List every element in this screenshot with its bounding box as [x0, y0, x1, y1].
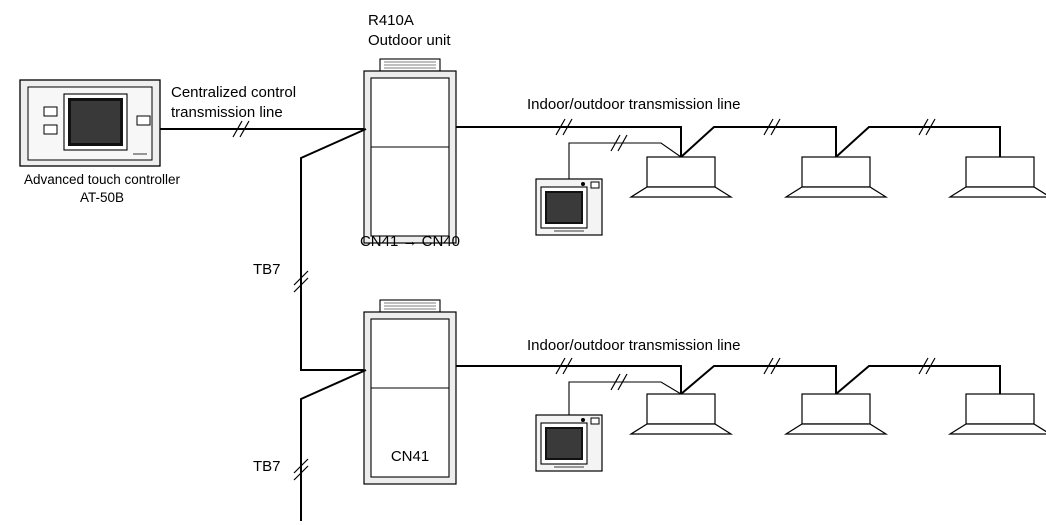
- indoor-unit-1c: [949, 156, 1046, 198]
- outdoor-refrigerant-label: R410A: [368, 12, 414, 29]
- outdoor-unit-label: Outdoor unit: [368, 32, 451, 49]
- connector-label-top: CN41 → CN40: [360, 233, 460, 250]
- indoor-outdoor-line-label-1: Indoor/outdoor transmission line: [527, 96, 740, 113]
- indoor-unit-1b: [785, 156, 887, 198]
- indoor-outdoor-line-2: [456, 357, 1001, 418]
- connector-label-bottom: CN41: [391, 448, 429, 465]
- tb7-line-1: [293, 128, 367, 371]
- indoor-outdoor-line-1: [456, 118, 1001, 182]
- indoor-unit-2b: [785, 393, 887, 435]
- advanced-touch-controller: [19, 79, 161, 167]
- tb7-line-2: [293, 369, 367, 521]
- indoor-outdoor-line-label-2: Indoor/outdoor transmission line: [527, 337, 740, 354]
- centralized-line-label-2: transmission line: [171, 104, 283, 121]
- centralized-line-label-1: Centralized control: [171, 84, 296, 101]
- outdoor-unit-1: [363, 58, 457, 244]
- controller-name-label: Advanced touch controller: [24, 172, 181, 187]
- indoor-unit-1a: [630, 156, 732, 198]
- remote-controller-1: [535, 178, 603, 236]
- indoor-unit-2c: [949, 393, 1046, 435]
- controller-model-label: AT-50B: [80, 190, 124, 205]
- tb7-label-1: TB7: [253, 261, 281, 278]
- tb7-label-2: TB7: [253, 458, 281, 475]
- indoor-unit-2a: [630, 393, 732, 435]
- centralized-control-transmission-line: [160, 120, 366, 138]
- remote-controller-2: [535, 414, 603, 472]
